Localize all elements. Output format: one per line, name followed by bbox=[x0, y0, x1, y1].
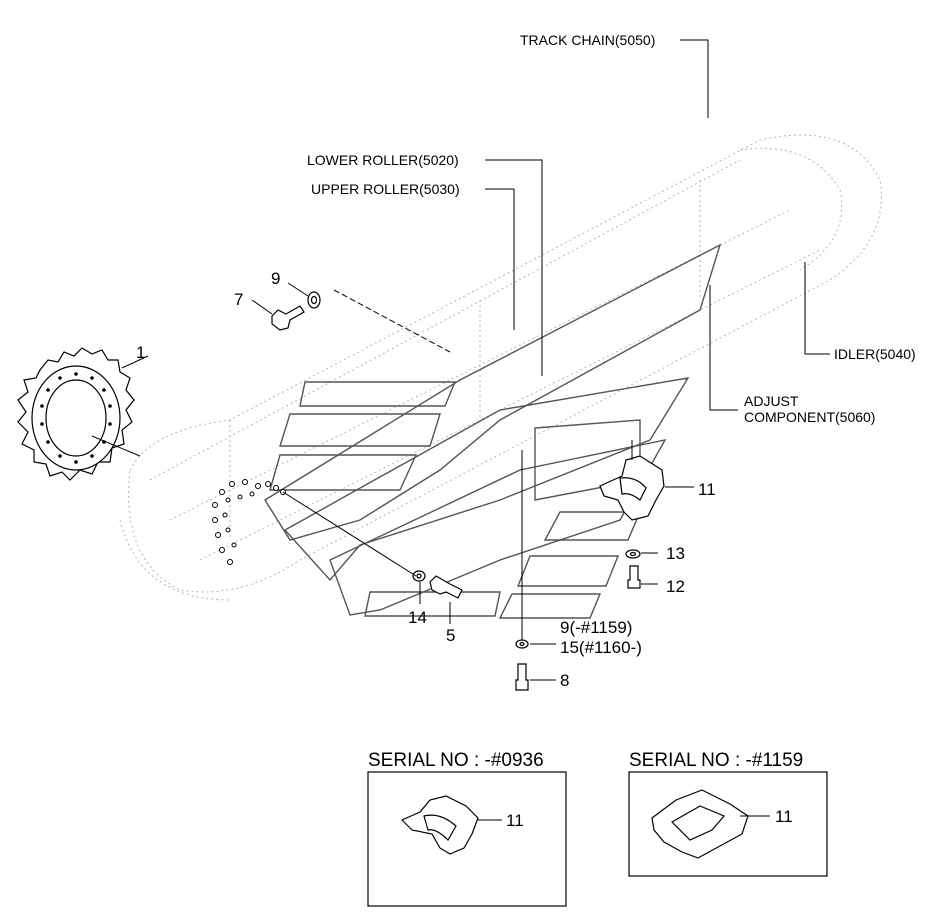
callout-13: 13 bbox=[666, 544, 685, 563]
label-adjust-1: ADJUST bbox=[744, 393, 799, 409]
bolt-8 bbox=[515, 663, 529, 691]
inset-2-title: SERIAL NO : -#1159 bbox=[629, 750, 803, 771]
callout-11: 11 bbox=[698, 480, 716, 499]
callout-12: 12 bbox=[666, 577, 685, 596]
inset-1-frame bbox=[367, 771, 567, 907]
guard-11-inset-1 bbox=[400, 795, 479, 855]
guard-11-inset-2 bbox=[651, 789, 749, 859]
leader-lines bbox=[91, 39, 830, 681]
label-idler: IDLER(5040) bbox=[834, 346, 916, 362]
washer-13 bbox=[625, 549, 641, 559]
bolt-hole-pattern bbox=[212, 479, 286, 565]
inset-1-title: SERIAL NO : -#0936 bbox=[368, 750, 544, 771]
label-track-chain: TRACK CHAIN(5050) bbox=[520, 32, 655, 48]
bolt-7 bbox=[271, 305, 305, 331]
washer-9-15 bbox=[515, 639, 529, 649]
bolt-12 bbox=[627, 565, 641, 589]
track-frame-plate bbox=[264, 243, 722, 619]
inset-1-callout-11: 11 bbox=[506, 811, 524, 830]
callout-8: 8 bbox=[560, 671, 569, 690]
inset-serial-1159: SERIAL NO : -#1159 11 bbox=[628, 750, 828, 877]
guard-11 bbox=[599, 455, 665, 521]
washer-14 bbox=[412, 570, 426, 582]
bolt-5 bbox=[429, 575, 463, 599]
inset-2-callout-11: 11 bbox=[775, 807, 793, 826]
sprocket bbox=[17, 347, 135, 481]
label-upper-roller: UPPER ROLLER(5030) bbox=[311, 181, 460, 197]
inset-serial-0936: SERIAL NO : -#0936 11 bbox=[367, 750, 567, 907]
callout-5: 5 bbox=[446, 626, 455, 645]
inset-2-frame bbox=[628, 771, 828, 877]
washer-9-top bbox=[307, 291, 321, 309]
label-adjust-2: COMPONENT(5060) bbox=[744, 409, 875, 425]
track-frame-ghost bbox=[119, 134, 882, 601]
callout-15-serial: 15(#1160-) bbox=[560, 638, 642, 657]
callout-9-top: 9 bbox=[271, 269, 280, 288]
callout-1: 1 bbox=[136, 343, 145, 362]
callout-14: 14 bbox=[408, 608, 427, 627]
callout-9-serial: 9(-#1159) bbox=[560, 618, 632, 637]
label-lower-roller: LOWER ROLLER(5020) bbox=[307, 152, 459, 168]
callout-7: 7 bbox=[234, 290, 243, 309]
